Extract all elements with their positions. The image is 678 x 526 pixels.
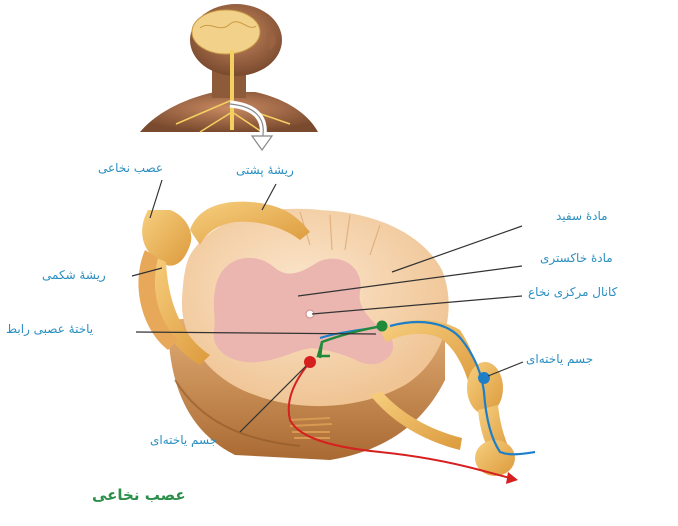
brain (192, 10, 260, 54)
label-white-matter: مادهٔ سفید (556, 209, 608, 223)
label-ventral-root: ریشهٔ شکمی (42, 268, 106, 282)
label-dorsal-root: ریشهٔ پشتی (236, 163, 294, 177)
human-torso-illustration (140, 4, 318, 132)
interneuron-cell-body (377, 321, 388, 332)
zoom-arrow-head (252, 136, 272, 150)
motor-neuron-arrowhead (506, 472, 518, 484)
label-cell-body-bottom: جسم یاخته‌ای (150, 433, 217, 447)
label-spinal-nerve-top: عصب نخاعی (98, 161, 163, 175)
label-central-canal: کانال مرکزی نخاع (528, 285, 617, 299)
label-gray-matter: مادهٔ خاکستری (540, 251, 613, 265)
sensory-cell-body (478, 372, 490, 384)
label-interneuron: یاختهٔ عصبی رابط (6, 322, 93, 336)
figure-caption: عصب نخاعی (92, 486, 186, 504)
label-cell-body-right: جسم یاخته‌ای (526, 352, 593, 366)
